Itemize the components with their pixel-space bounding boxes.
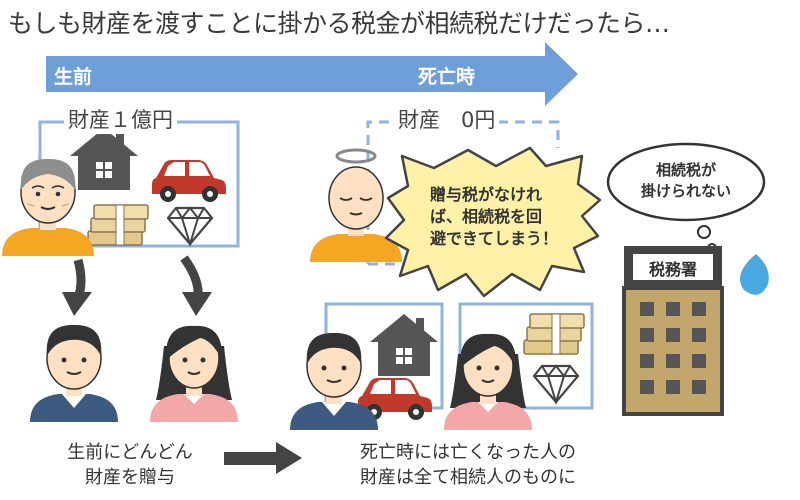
timeline-start-label: 生前 <box>54 66 93 88</box>
page-title: もしも財産を渡すことに掛かる税金が相続税だけだったら… <box>8 9 670 38</box>
deceased-figure <box>309 166 403 263</box>
speech-burst-line: ば、相続税を回 <box>430 207 543 226</box>
heir-daughter-figure <box>443 332 533 431</box>
timeline-end-label: 死亡時 <box>418 66 476 88</box>
down-arrow-icon <box>180 255 212 316</box>
money-stack-icon <box>523 313 585 355</box>
heir-son-figure <box>289 331 379 431</box>
house-icon <box>369 313 439 377</box>
heir-son-figure <box>29 323 119 423</box>
halo-icon <box>335 148 377 164</box>
diamond-icon <box>166 206 214 246</box>
diamond-icon <box>532 364 580 404</box>
down-arrow-icon <box>62 258 92 316</box>
car-icon <box>152 160 226 202</box>
left-caption: 生前にどんどん 財産を贈与 <box>30 440 230 490</box>
right-caption-line: 財産は全て相続人のものに <box>360 467 576 488</box>
right-arrow-icon <box>224 442 302 474</box>
heir-daughter-figure <box>149 324 239 423</box>
left-caption-line: 生前にどんどん <box>67 442 193 463</box>
thought-line: 掛けられない <box>640 182 731 200</box>
speech-burst-shape <box>384 146 602 298</box>
right-asset-label: 財産 0円 <box>394 104 500 134</box>
left-asset-label: 財産１億円 <box>64 104 177 134</box>
right-caption: 死亡時には亡くなった人の 財産は全て相続人のものに <box>318 440 618 490</box>
thought-bubble-text: 相続税が 掛けられない <box>630 160 742 202</box>
thought-line: 相続税が <box>655 161 716 179</box>
timeline-arrow <box>46 42 578 106</box>
sweat-drop-icon <box>740 254 769 295</box>
left-caption-line: 財産を贈与 <box>85 467 175 488</box>
speech-burst-text: 贈与税がなけれ ば、相続税を回 避できてしまう！ <box>430 184 558 250</box>
thought-bubble-shape <box>606 142 766 222</box>
money-stack-icon <box>87 204 149 246</box>
house-icon <box>69 127 139 191</box>
speech-burst-line: 避できてしまう！ <box>430 229 559 248</box>
tax-office-building <box>622 246 724 416</box>
speech-burst-line: 贈与税がなけれ <box>430 185 543 204</box>
right-caption-line: 死亡時には亡くなった人の <box>360 442 576 463</box>
tax-office-sign: 税務署 <box>648 260 697 279</box>
